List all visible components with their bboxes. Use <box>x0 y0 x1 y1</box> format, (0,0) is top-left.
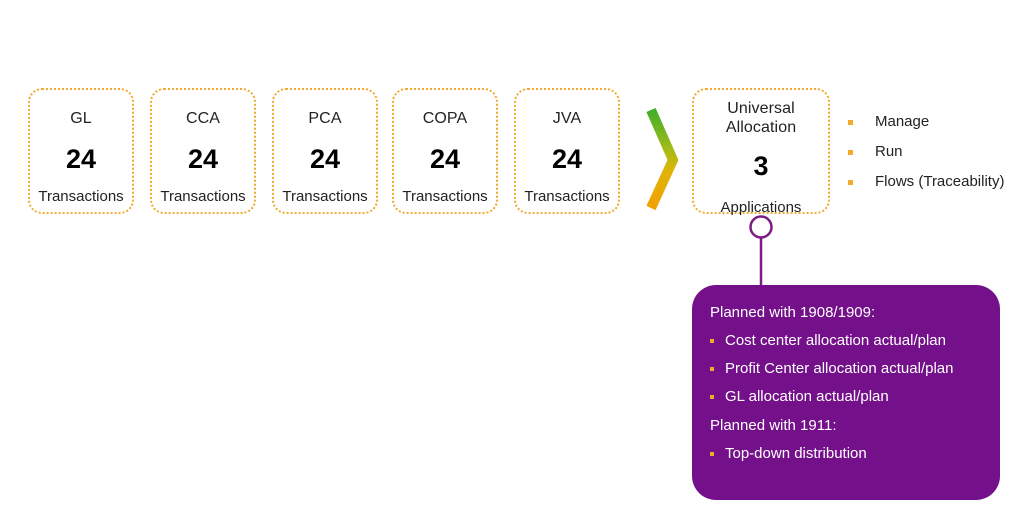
card-title: CCA <box>185 110 221 127</box>
metric-card-pca: PCA 24 Transactions <box>272 88 378 214</box>
card-label: Transactions <box>524 188 610 205</box>
list-item: GL allocation actual/plan <box>710 387 984 406</box>
capability-label: Manage <box>875 113 930 130</box>
bullet-icon <box>710 395 714 399</box>
card-title-line2: Allocation <box>725 119 797 136</box>
card-number: 24 <box>429 144 461 174</box>
bullet-icon <box>710 367 714 371</box>
card-label: Transactions <box>160 188 246 205</box>
list-item: Top-down distribution <box>710 444 984 463</box>
metric-card-copa: COPA 24 Transactions <box>392 88 498 214</box>
bullet-icon <box>848 150 853 155</box>
callout-item-label: Profit Center allocation actual/plan <box>725 360 954 377</box>
bullet-icon <box>710 452 714 456</box>
capability-label: Run <box>875 143 903 160</box>
callout-item-label: Cost center allocation actual/plan <box>725 332 946 349</box>
metric-card-cca: CCA 24 Transactions <box>150 88 256 214</box>
card-label: Applications <box>720 199 802 216</box>
bullet-icon <box>710 339 714 343</box>
capability-list: Manage Run Flows (Traceability) <box>848 112 1024 202</box>
list-item: Cost center allocation actual/plan <box>710 331 984 350</box>
capability-label: Flows (Traceability) <box>875 173 1005 190</box>
callout-item-label: Top-down distribution <box>725 445 867 462</box>
callout-heading: Planned with 1911: <box>710 417 837 434</box>
card-number: 3 <box>753 151 769 181</box>
card-title-line1: Universal <box>727 100 795 117</box>
callout-box: Planned with 1908/1909: Cost center allo… <box>692 285 1000 500</box>
list-item: Manage <box>848 112 1024 142</box>
metric-card-jva: JVA 24 Transactions <box>514 88 620 214</box>
chevron-right-icon <box>645 107 691 212</box>
callout-heading: Planned with 1908/1909: <box>710 304 876 321</box>
callout-connector-icon <box>740 214 784 290</box>
card-title: GL <box>70 110 92 127</box>
card-number: 24 <box>187 144 219 174</box>
list-item: Run <box>848 142 1024 172</box>
card-number: 24 <box>551 144 583 174</box>
callout-item-label: GL allocation actual/plan <box>725 388 889 405</box>
card-number: 24 <box>309 144 341 174</box>
card-title: JVA <box>552 110 582 127</box>
list-item: Flows (Traceability) <box>848 172 1024 202</box>
bullet-icon <box>848 180 853 185</box>
universal-allocation-card: Universal Allocation 3 Applications <box>692 88 830 216</box>
card-label: Transactions <box>38 188 124 205</box>
card-title: COPA <box>422 110 468 127</box>
metric-card-gl: GL 24 Transactions <box>28 88 134 214</box>
list-item: Profit Center allocation actual/plan <box>710 359 984 378</box>
bullet-icon <box>848 120 853 125</box>
card-label: Transactions <box>282 188 368 205</box>
card-title: PCA <box>308 110 342 127</box>
card-label: Transactions <box>402 188 488 205</box>
card-number: 24 <box>65 144 97 174</box>
